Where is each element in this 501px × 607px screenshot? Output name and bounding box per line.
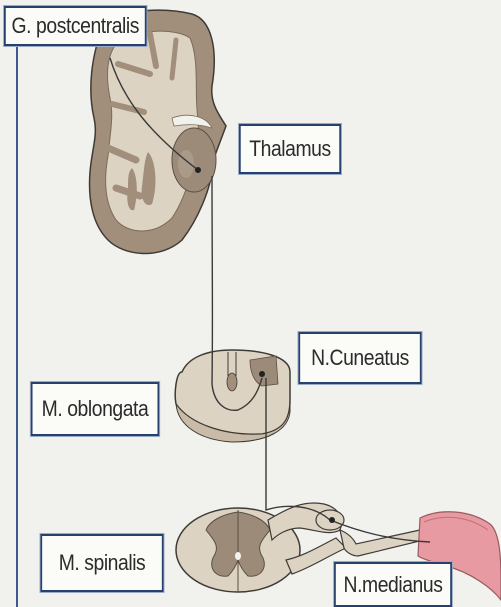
- label-gyrus-postcentralis: G. postcentralis: [4, 6, 147, 46]
- medulla-section: [175, 350, 290, 442]
- label-nucleus-cuneatus: N.Cuneatus: [298, 332, 421, 384]
- brain-section: [90, 10, 226, 253]
- label-medulla-spinalis: M. spinalis: [40, 534, 163, 592]
- label-nervus-medianus: N.medianus: [334, 562, 452, 607]
- label-thalamus: Thalamus: [239, 124, 341, 174]
- label-medulla-oblongata: M. oblongata: [31, 382, 159, 436]
